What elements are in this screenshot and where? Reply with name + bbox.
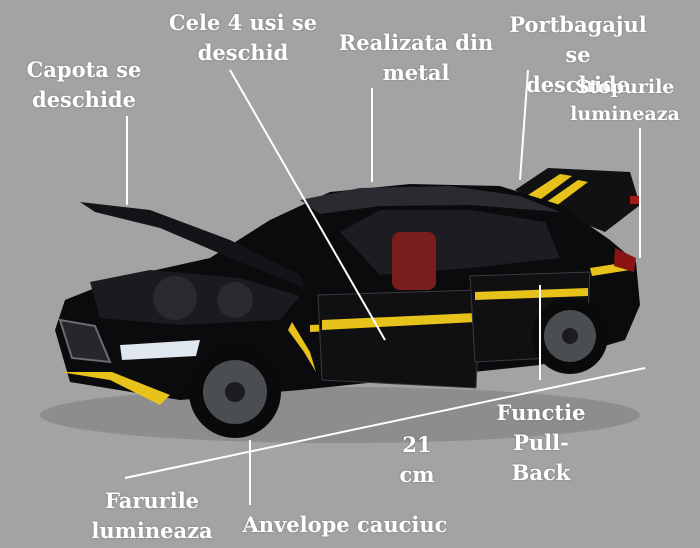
- front-end: [58, 318, 200, 405]
- open-hood: [80, 202, 305, 325]
- rear-wheel: [532, 298, 608, 374]
- callout-line-trunk: [519, 69, 529, 181]
- label-metal: Realizata din metal: [338, 30, 494, 85]
- front-wheel: [189, 346, 281, 438]
- label-headlights: Farurile lumineaza: [91, 488, 213, 543]
- label-hood: Capota se deschide: [26, 57, 142, 112]
- callout-lines: [124, 69, 646, 505]
- label-pullback: Functie Pull- Back: [496, 400, 586, 485]
- label-trunk: Portbagajul se deschide: [509, 12, 647, 97]
- open-trunk-lid: [515, 168, 640, 232]
- dimension-line: [124, 367, 646, 479]
- label-length: 21 cm: [399, 432, 435, 487]
- label-stoplights: Stopurile lumineaza: [570, 76, 680, 125]
- label-doors: Cele 4 usi se deschid: [168, 10, 318, 65]
- label-tires: Anvelope cauciuc: [242, 512, 448, 537]
- callout-line-doors: [229, 69, 386, 341]
